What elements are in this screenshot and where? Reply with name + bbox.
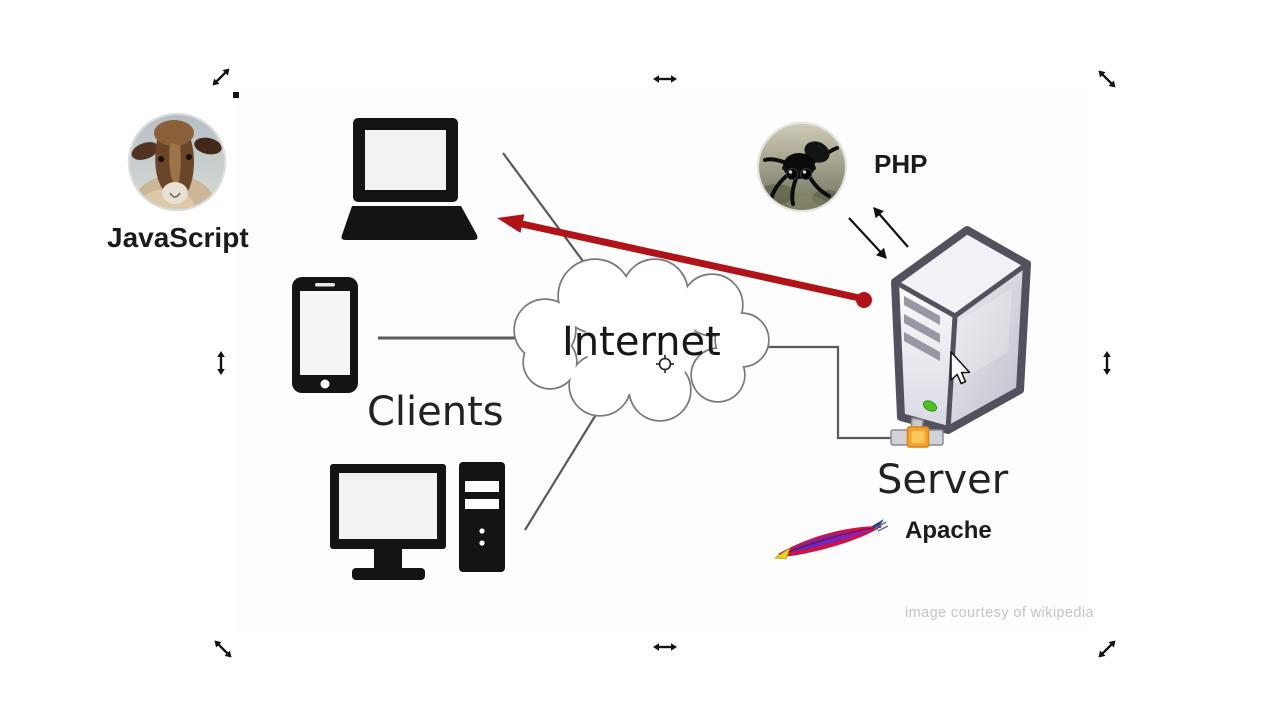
resize-arrow-bottom-right-icon (1094, 636, 1120, 662)
apache-feather-logo (773, 519, 889, 560)
resize-arrow-middle-left-icon (215, 349, 227, 377)
internet-cloud-shape (513, 258, 770, 422)
connection-lines (378, 152, 892, 531)
php-label: PHP (874, 149, 928, 179)
php-server-request-response-arrows (848, 207, 909, 259)
server-tower-icon (891, 226, 1031, 434)
resize-arrow-bottom-left-icon (210, 636, 236, 662)
smartphone-icon (292, 277, 358, 393)
server-label: Server (877, 457, 1009, 503)
resize-arrow-top-left-icon (208, 64, 234, 90)
clients-label: Clients (367, 389, 504, 435)
desktop-internet-line (524, 407, 601, 531)
network-connector-icon (890, 417, 944, 448)
sheep-photo-avatar (127, 112, 227, 212)
resize-arrow-top-center-icon (651, 73, 679, 85)
internet-server-line (762, 345, 892, 440)
apache-label: Apache (905, 517, 992, 544)
laptop-icon (341, 118, 478, 240)
internet-label: Internet (562, 319, 721, 365)
credit-label: image courtesy of wikipedia (905, 605, 1094, 621)
resize-arrow-top-right-icon (1094, 66, 1120, 92)
resize-arrow-bottom-center-icon (651, 642, 679, 652)
desktop-computer-icon (330, 462, 505, 580)
mouse-pointer-icon (950, 351, 971, 385)
request-arrow-icon (848, 217, 887, 259)
laptop-internet-line (502, 152, 589, 269)
response-arrow-icon (873, 207, 909, 248)
crosshair-marker-icon (656, 355, 674, 373)
javascript-label: JavaScript (107, 222, 249, 253)
resize-arrow-middle-right-icon (1101, 349, 1113, 377)
slide-corner-dot (233, 92, 239, 98)
spider-photo-avatar (756, 121, 848, 213)
server-to-laptop-red-arrow (497, 214, 872, 308)
